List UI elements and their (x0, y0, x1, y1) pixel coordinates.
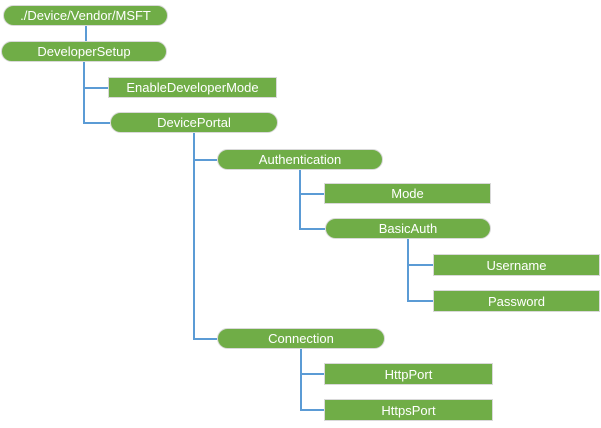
tree-node-connection: Connection (217, 328, 385, 349)
connector-line (85, 26, 87, 41)
tree-node-mode: Mode (324, 183, 491, 204)
tree-node-password: Password (433, 290, 600, 312)
tree-node-httpport: HttpPort (324, 363, 493, 385)
tree-node-deviceportal: DevicePortal (110, 112, 278, 133)
connector-line (299, 193, 324, 195)
tree-node-authentication: Authentication (217, 149, 383, 170)
connector-line (193, 133, 195, 340)
connector-line (193, 159, 217, 161)
tree-node-enabledevelopermode: EnableDeveloperMode (108, 77, 277, 98)
connector-line (300, 349, 302, 411)
connector-line (83, 62, 85, 124)
tree-node-basicauth: BasicAuth (325, 218, 491, 239)
tree-node-root: ./Device/Vendor/MSFT (3, 5, 168, 26)
connector-line (299, 170, 301, 230)
connector-line (407, 300, 433, 302)
connector-line (407, 264, 433, 266)
tree-node-developersetup: DeveloperSetup (1, 41, 167, 62)
connector-line (193, 338, 217, 340)
connector-line (407, 239, 409, 302)
tree-node-username: Username (433, 254, 600, 276)
connector-line (299, 228, 325, 230)
connector-line (300, 373, 324, 375)
connector-line (300, 409, 324, 411)
connector-line (83, 87, 108, 89)
connector-line (83, 122, 110, 124)
tree-node-httpsport: HttpsPort (324, 399, 493, 421)
